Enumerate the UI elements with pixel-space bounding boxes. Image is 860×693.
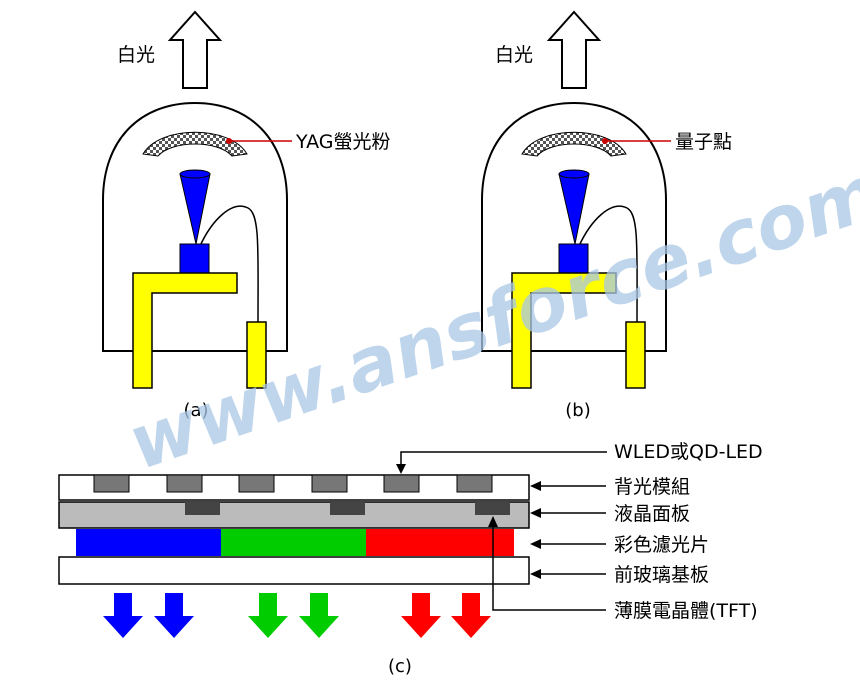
front-glass-callout-head: [530, 569, 541, 579]
led-label: WLED或QD-LED: [614, 441, 763, 463]
led-callout: [400, 451, 607, 466]
anode-lead: [625, 321, 646, 389]
white-light-arrow: [546, 10, 602, 89]
panel-a: 白光 YAG螢光粉 (a): [102, 10, 391, 421]
quantum-dot-layer: [521, 131, 627, 157]
front-glass-label: 前玻璃基板: [614, 564, 709, 586]
yag-phosphor-label: YAG螢光粉: [295, 131, 391, 153]
white-light-arrow: [167, 10, 223, 89]
color-filter-red: [366, 529, 514, 556]
tft-callout-head: [488, 516, 498, 527]
cathode-lead: [132, 272, 238, 389]
cathode-lead: [511, 272, 617, 389]
led-unit: [238, 474, 275, 493]
backlight-label: 背光模組: [614, 476, 690, 498]
white-light-label: 白光: [117, 44, 155, 66]
output-arrows: [103, 593, 491, 638]
led-unit: [456, 474, 493, 493]
tft-label: 薄膜電晶體(TFT): [614, 600, 758, 622]
white-light-label: 白光: [495, 44, 533, 66]
bond-wire: [578, 205, 638, 323]
green-light-arrow: [248, 593, 288, 638]
led-unit: [93, 474, 130, 493]
blue-light-beam-top: [558, 169, 590, 179]
color-filter-blue: [76, 529, 221, 556]
led-callout-head: [396, 464, 406, 474]
caption-c: (c): [388, 656, 412, 677]
caption-a: (a): [183, 400, 208, 421]
tft-element: [185, 502, 220, 515]
blue-light-arrow: [103, 593, 143, 638]
color-filter-green: [221, 529, 366, 556]
led-unit: [383, 474, 420, 493]
tft-element: [330, 502, 365, 515]
yag-phosphor: [142, 131, 248, 157]
led-chip: [558, 243, 589, 274]
callout-lines: [396, 451, 607, 611]
panel-b: 白光 量子點 (b): [481, 10, 732, 421]
bond-wire: [199, 205, 259, 323]
green-light-arrow: [299, 593, 339, 638]
red-light-arrow: [401, 593, 441, 638]
anode-lead: [246, 321, 267, 389]
led-chip: [179, 243, 210, 274]
lc-panel-layer: [58, 501, 530, 529]
lc-panel-callout-head: [530, 508, 541, 518]
panel-c: WLED或QD-LED 背光模組 液晶面板 彩色濾光片 前玻璃基板 薄膜電晶體(…: [58, 441, 763, 677]
led-unit: [311, 474, 348, 493]
caption-b: (b): [565, 400, 590, 421]
tft-element: [475, 502, 510, 515]
backlight-module-layer: [58, 474, 530, 501]
front-glass-layer: [58, 556, 530, 585]
led-unit: [166, 474, 203, 493]
tft-callout: [492, 526, 606, 611]
color-filter-callout-head: [530, 539, 541, 549]
quantum-dot-label: 量子點: [675, 131, 732, 153]
lc-panel-label: 液晶面板: [614, 503, 690, 525]
blue-light-arrow: [154, 593, 194, 638]
backlight-callout-head: [530, 481, 541, 491]
red-light-arrow: [451, 593, 491, 638]
blue-light-beam-top: [179, 169, 211, 179]
color-filter-label: 彩色濾光片: [614, 534, 709, 556]
